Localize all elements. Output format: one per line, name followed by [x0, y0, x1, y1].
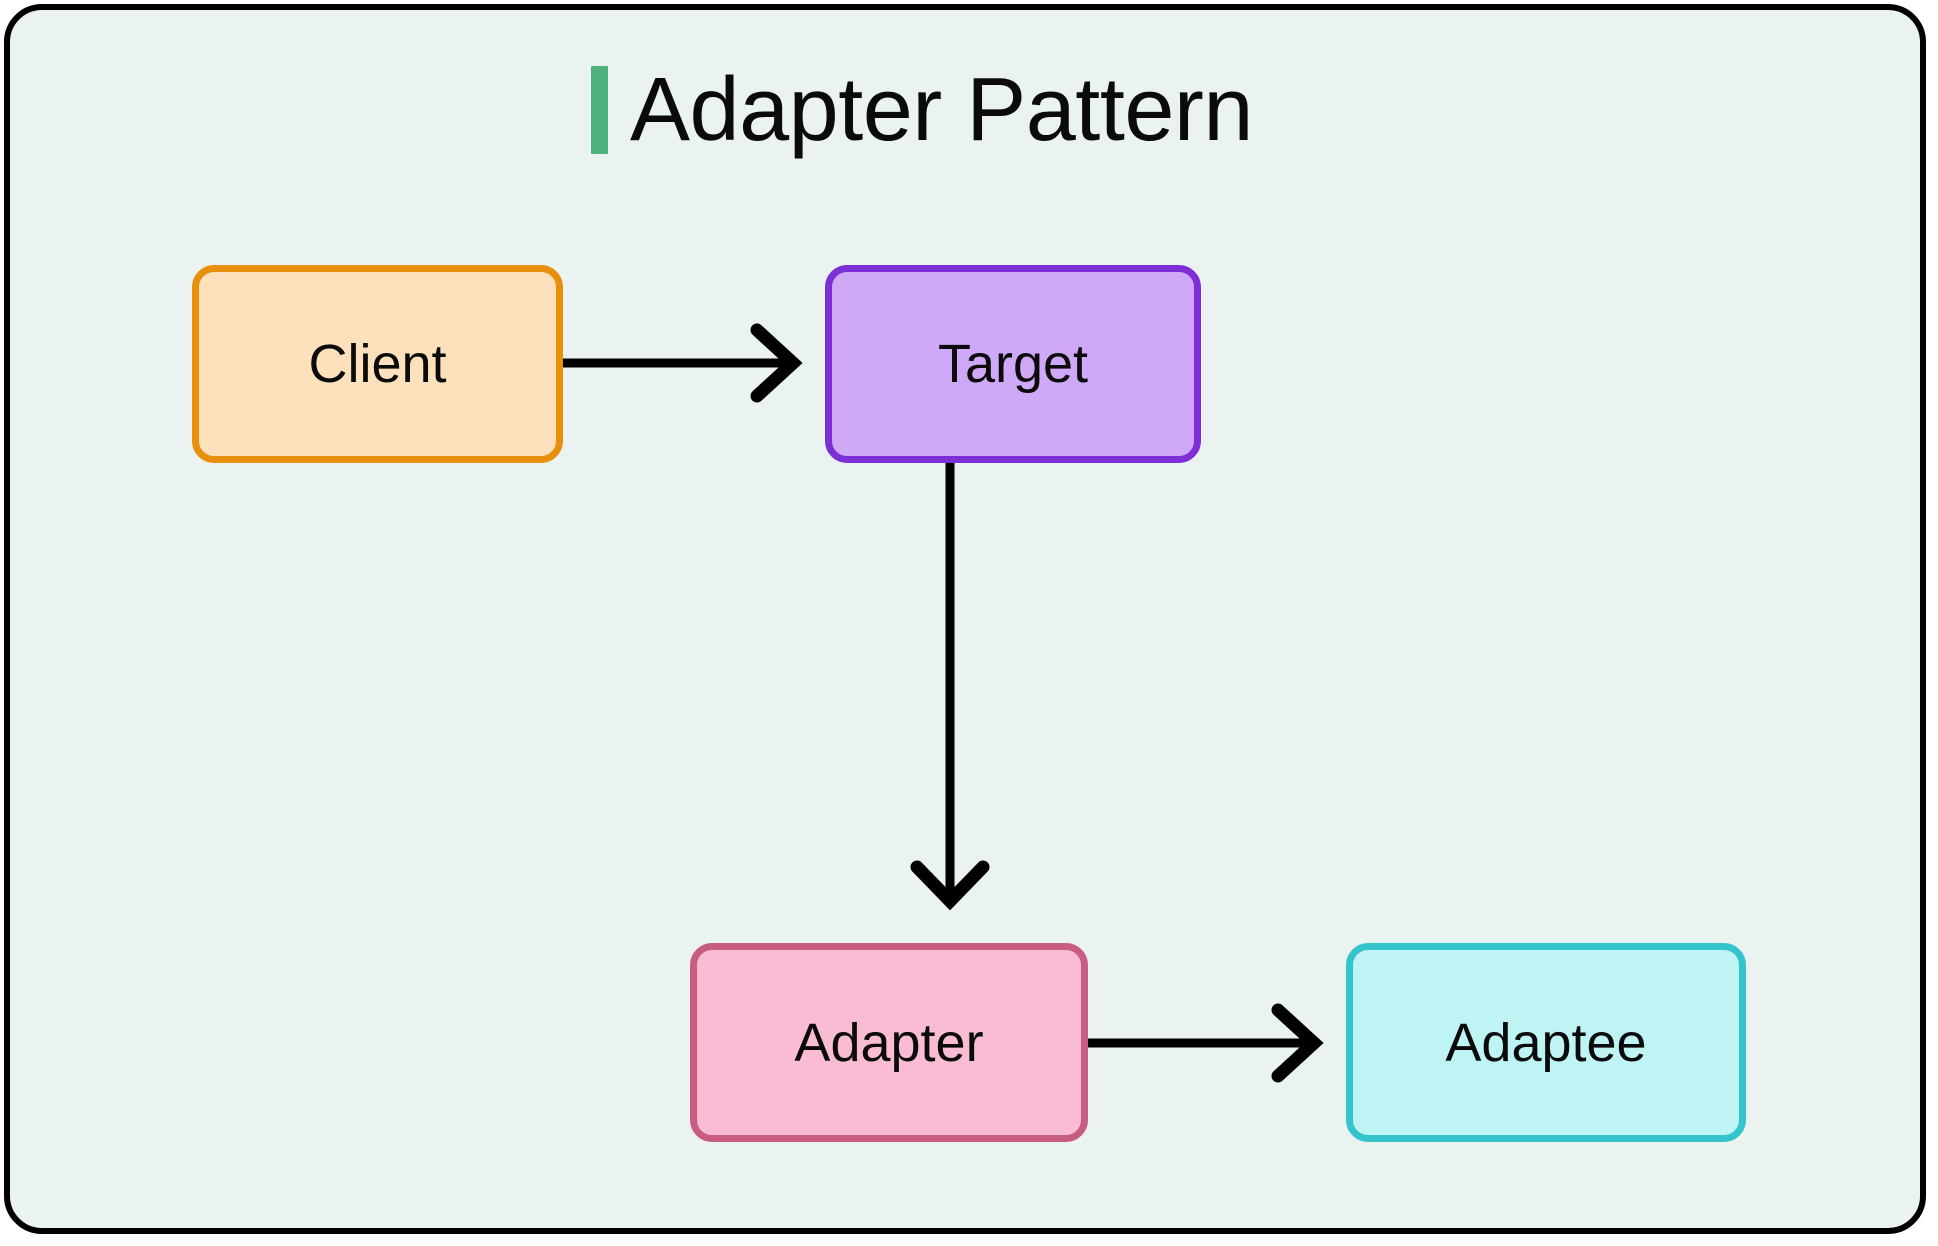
node-client[interactable]: Client [192, 265, 563, 463]
node-target-label: Target [937, 334, 1089, 394]
node-adaptee[interactable]: Adaptee [1346, 943, 1746, 1142]
node-client-label: Client [308, 334, 447, 394]
node-adapter[interactable]: Adapter [690, 943, 1088, 1142]
node-target[interactable]: Target [825, 265, 1201, 463]
node-adaptee-label: Adaptee [1445, 1012, 1647, 1073]
diagram-title: Adapter Pattern [591, 55, 1253, 165]
node-adapter-label: Adapter [794, 1012, 984, 1073]
page-title: Adapter Pattern [630, 60, 1253, 160]
title-accent-bar-icon [591, 66, 608, 154]
